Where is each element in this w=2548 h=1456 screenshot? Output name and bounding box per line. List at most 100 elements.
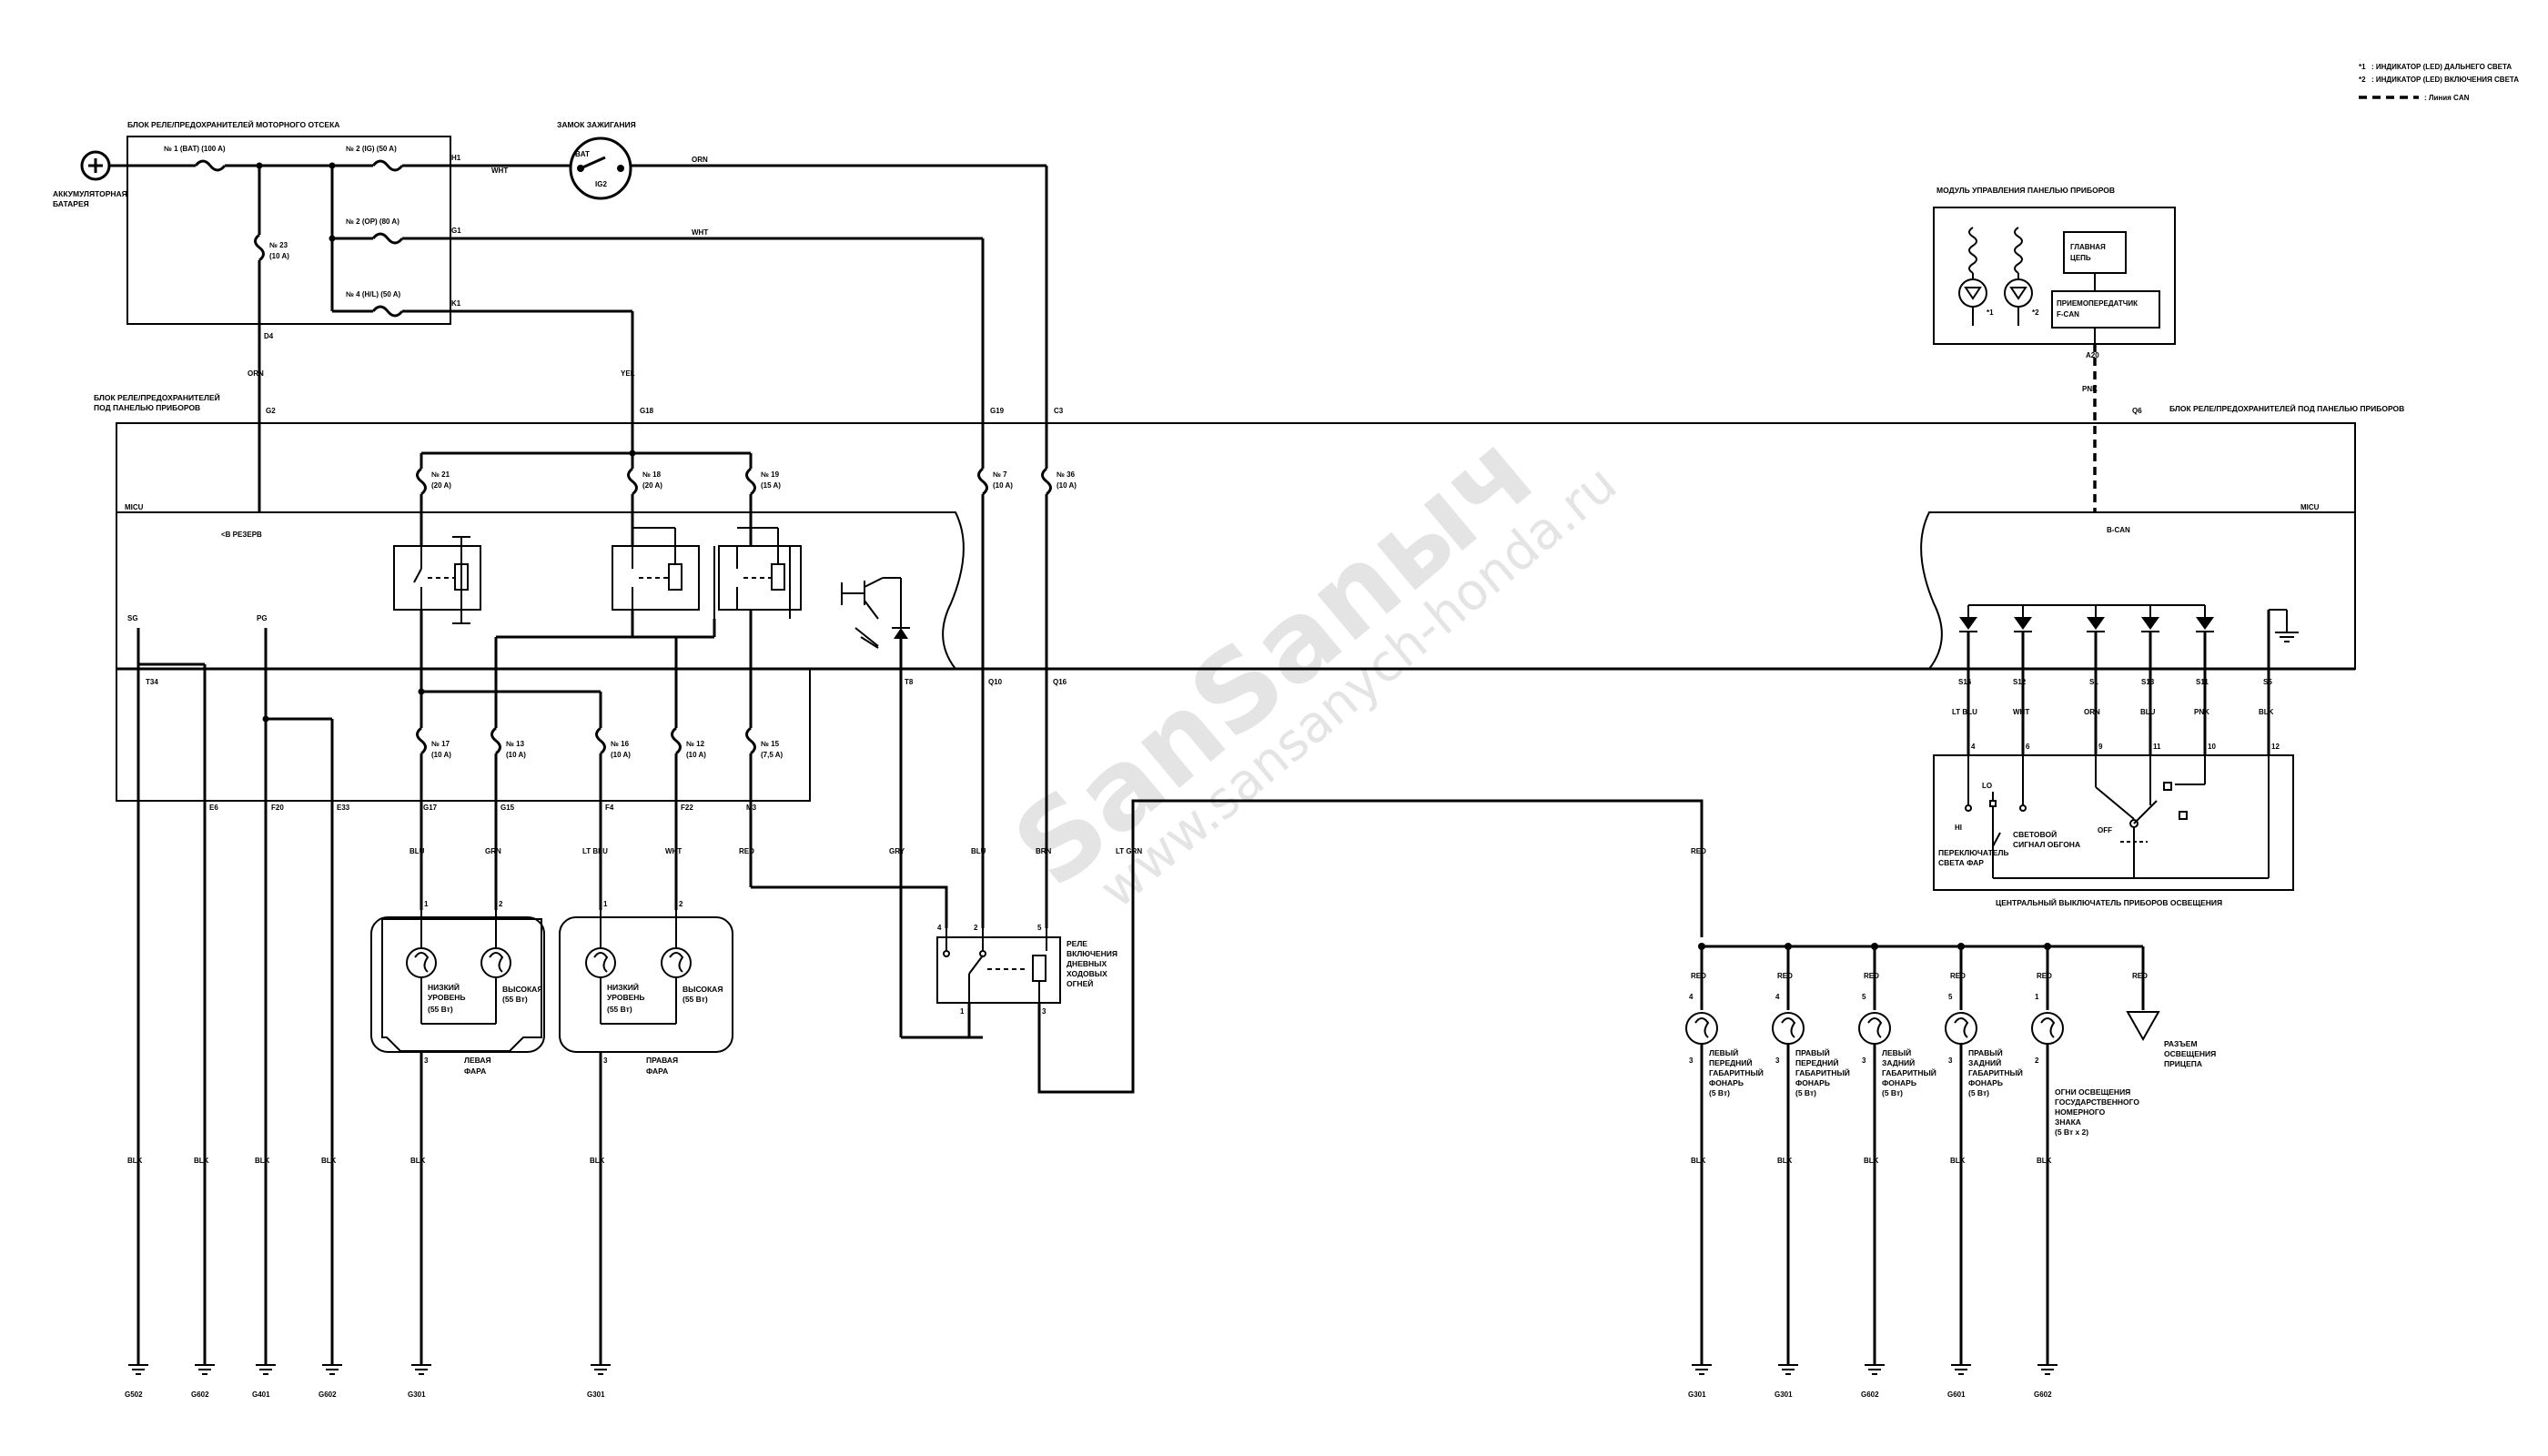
fuse-15: № 15 (7,5 A) — [745, 726, 783, 801]
wire-blk-1: BLK — [127, 1157, 143, 1165]
lamp-5-power: (5 Вт x 2) — [2055, 1127, 2088, 1137]
lamp-1-power: (5 Вт) — [1709, 1088, 1730, 1097]
wire-blu-g17: BLU — [410, 847, 425, 855]
ground-symbols — [128, 1364, 2058, 1375]
wire-blk-4: BLK — [321, 1157, 337, 1165]
headlight-wires: BLU GRN LT BLU WHT RED — [410, 801, 754, 910]
sg-label: SG — [127, 614, 138, 622]
right-headlight-label: ПРАВАЯ — [646, 1056, 678, 1065]
wire-red-lamp-4: RED — [1950, 972, 1966, 980]
fuse-16-rating: (10 A) — [611, 751, 631, 759]
right-headlight: 1 2 НИЗКИЙ УРОВЕНЬ (55 Вт) ВЫСОКАЯ (55 В… — [559, 900, 733, 1076]
switch-hi: HI — [1955, 824, 1962, 832]
pin-f20: F20 — [271, 804, 284, 812]
battery-label: АККУМУЛЯТОРНАЯ — [53, 189, 127, 198]
micu-left: MICU — [125, 503, 144, 511]
led-high-beam-icon — [1958, 227, 1987, 326]
left-low-beam-power: (55 Вт) — [428, 1005, 453, 1014]
switch-pin-12: 12 — [2271, 743, 2280, 751]
left-headlight-pin-1: 1 — [424, 900, 429, 908]
module-outline — [1933, 207, 2176, 345]
fuse-21: № 21 (20 A) — [416, 453, 451, 546]
fuse-19-label: № 19 — [761, 470, 780, 479]
lamp-3-pin-bottom: 3 — [1862, 1057, 1866, 1065]
drl-label-5: ОГНЕЙ — [1067, 978, 1093, 988]
lamp-3-label: ЛЕВЫЙ — [1882, 1047, 1911, 1057]
lamp-5-label: ОГНИ ОСВЕЩЕНИЯ — [2055, 1087, 2130, 1097]
fuse-36-label: № 36 — [1057, 470, 1076, 479]
trailer-label: РАЗЪЕМ — [2164, 1039, 2198, 1048]
micu-outline-right — [1920, 511, 2355, 670]
ground-icon — [322, 1364, 342, 1375]
lamp-1: 4 3 ЛЕВЫЙ ПЕРЕДНИЙ ГАБАРИТНЫЙ ФОНАРЬ (5 … — [1685, 993, 1764, 1365]
lamp-3-label-4: ФОНАРЬ — [1882, 1078, 1916, 1087]
module-title: МОДУЛЬ УПРАВЛЕНИЯ ПАНЕЛЬЮ ПРИБОРОВ — [1936, 186, 2115, 195]
ignition-ig2: IG2 — [595, 180, 607, 188]
wire-wht-ignition: WHT — [491, 167, 508, 175]
fuse-18-rating: (20 A) — [642, 481, 662, 490]
lamp-4-label-4: ФОНАРЬ — [1968, 1078, 2003, 1087]
wire-red-m3: RED — [739, 847, 754, 855]
pin-q16: Q16 — [1053, 678, 1067, 686]
drl-label-3: ДНЕВНЫХ — [1067, 959, 1107, 968]
fuse-13-label: № 13 — [506, 740, 525, 748]
dash-box-title-2: ПОД ПАНЕЛЬЮ ПРИБОРОВ — [94, 403, 200, 412]
wire-blk-7: BLK — [1691, 1157, 1706, 1165]
fuse-2-ig-label: № 2 (IG) (50 A) — [346, 145, 397, 153]
ground-label-g301-4: G301 — [1774, 1390, 1793, 1399]
fuse-21-rating: (20 A) — [431, 481, 451, 490]
lamp-5-pin-top: 1 — [2035, 993, 2039, 1001]
fuse-2-ig-symbol — [371, 159, 404, 172]
switch-pin-10: 10 — [2208, 743, 2216, 751]
wire-blk-9: BLK — [1864, 1157, 1879, 1165]
fuse-12-label: № 12 — [686, 740, 705, 748]
drl-pin-2: 2 — [974, 924, 978, 932]
pin-q6: Q6 — [2132, 407, 2142, 415]
switch-pin-9: 9 — [2098, 743, 2103, 751]
engine-box-title: БЛОК РЕЛЕ/ПРЕДОХРАНИТЕЛЕЙ МОТОРНОГО ОТСЕ… — [127, 119, 339, 129]
wire-orn-left: ORN — [248, 369, 264, 378]
drl-pin-4: 4 — [937, 924, 942, 932]
wire-red-lamp-2: RED — [1777, 972, 1793, 980]
legend-note2-text: : ИНДИКАТОР (LED) ВКЛЮЧЕНИЯ СВЕТА — [2371, 76, 2519, 84]
lamp-4-power: (5 Вт) — [1968, 1088, 1989, 1097]
switch-pin-4: 4 — [1971, 743, 1976, 751]
pin-s13: S13 — [2141, 678, 2155, 686]
ground-wires: BLK BLK BLK BLK BLK BLK BLK BLK BLK BLK … — [127, 1052, 2052, 1365]
ground-label-g401: G401 — [252, 1390, 270, 1399]
fuse-17-rating: (10 A) — [431, 751, 451, 759]
wire-red-lamp-3: RED — [1864, 972, 1879, 980]
fuse-13-rating: (10 A) — [506, 751, 526, 759]
led-1-mark: *1 — [1987, 308, 1994, 317]
pin-g2: G2 — [266, 407, 276, 415]
fuse-12-rating: (10 A) — [686, 751, 706, 759]
fuse-17: № 17 (10 A) — [416, 726, 451, 801]
left-high-beam-power: (55 Вт) — [502, 995, 528, 1004]
wire-red-trailer: RED — [2132, 972, 2148, 980]
ground-icon — [1692, 1364, 1712, 1375]
wire-blk-5: BLK — [410, 1157, 426, 1165]
transistor-symbol — [841, 577, 902, 649]
ground-icon — [2037, 1364, 2058, 1375]
switch-pin-11: 11 — [2153, 743, 2161, 751]
headlight-switch-label: ПЕРЕКЛЮЧАТЕЛЬ — [1938, 848, 2009, 857]
pin-g15: G15 — [500, 804, 515, 812]
fuse-23-label: № 23 — [269, 241, 288, 249]
lamp-4: 5 3 ПРАВЫЙ ЗАДНИЙ ГАБАРИТНЫЙ ФОНАРЬ (5 В… — [1945, 993, 2023, 1365]
lamp-1-label-2: ПЕРЕДНИЙ — [1709, 1057, 1753, 1067]
ground-labels: G502 G602 G401 G602 G301 G301 G301 G301 … — [125, 1390, 2052, 1399]
micu-right: MICU — [2300, 503, 2320, 511]
pin-s16: S16 — [1958, 678, 1972, 686]
fuse-23-symbol — [254, 233, 265, 262]
lamp-3-power: (5 Вт) — [1882, 1088, 1903, 1097]
legend-note2-mark: *2 — [2359, 76, 2366, 84]
wire-blk-11: BLK — [2037, 1157, 2052, 1165]
wire-ltblu-f4: LT BLU — [582, 847, 608, 855]
trailer-connector-icon — [2126, 1011, 2160, 1042]
lamp-1-pin-bottom: 3 — [1689, 1057, 1694, 1065]
relay-left — [393, 536, 481, 624]
ground-label-g301-3: G301 — [1688, 1390, 1706, 1399]
drl-relay-outline — [936, 936, 1061, 1004]
drl-label-4: ХОДОВЫХ — [1067, 969, 1107, 978]
